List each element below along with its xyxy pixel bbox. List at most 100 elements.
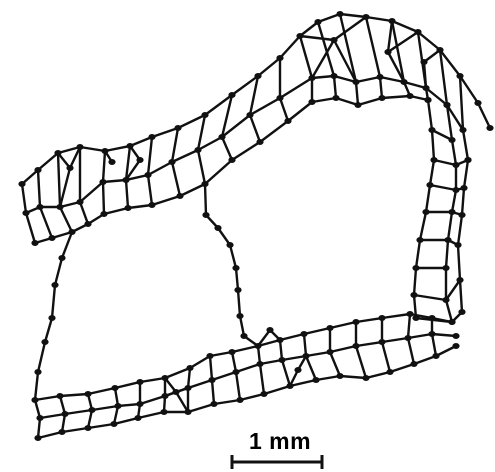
upper-band-rung bbox=[340, 14, 358, 105]
network-node bbox=[122, 177, 129, 183]
upper-band-rung bbox=[222, 95, 232, 160]
lower-band-rung bbox=[258, 346, 264, 394]
network-node bbox=[464, 157, 471, 163]
upper-band-rung bbox=[80, 147, 88, 224]
network-node bbox=[110, 421, 117, 427]
scale-bar bbox=[232, 455, 322, 469]
network-node bbox=[428, 331, 435, 337]
network-node bbox=[376, 74, 383, 80]
network-node bbox=[448, 209, 455, 215]
network-node bbox=[254, 343, 261, 349]
upper-band-rung bbox=[148, 137, 152, 205]
right-column-outer-edge bbox=[458, 160, 468, 312]
network-node bbox=[422, 85, 429, 91]
upper-band-rung bbox=[58, 153, 72, 232]
network-node bbox=[296, 33, 303, 39]
network-node bbox=[286, 383, 293, 389]
network-node bbox=[51, 282, 58, 288]
network-node bbox=[228, 349, 235, 355]
network-node bbox=[416, 237, 423, 243]
network-node bbox=[330, 37, 337, 43]
center-connecting-strand bbox=[205, 184, 258, 346]
network-node bbox=[436, 47, 443, 53]
network-node bbox=[330, 73, 337, 79]
network-node bbox=[126, 143, 133, 149]
network-node bbox=[186, 365, 193, 371]
network-node bbox=[432, 353, 439, 359]
network-node bbox=[412, 265, 419, 271]
network-node bbox=[442, 265, 449, 271]
scale-bar-label: 1 mm bbox=[230, 428, 330, 455]
network-node bbox=[452, 333, 459, 339]
network-node bbox=[266, 327, 273, 333]
network-node bbox=[101, 148, 108, 154]
network-node bbox=[36, 204, 43, 210]
network-node bbox=[58, 429, 65, 435]
network-node bbox=[352, 319, 359, 325]
network-node bbox=[88, 407, 95, 413]
network-node bbox=[160, 409, 167, 415]
lower-band-rung bbox=[382, 318, 390, 372]
network-node bbox=[454, 242, 461, 248]
network-node bbox=[452, 187, 459, 193]
network-node bbox=[254, 73, 261, 79]
network-node bbox=[386, 369, 393, 375]
network-node bbox=[410, 292, 417, 298]
network-node bbox=[84, 391, 91, 397]
network-node bbox=[76, 199, 83, 205]
network-node bbox=[486, 125, 493, 131]
network-node bbox=[458, 309, 465, 315]
network-node bbox=[278, 357, 285, 363]
network-node bbox=[426, 182, 433, 188]
network-node bbox=[276, 337, 283, 343]
network-node bbox=[400, 79, 407, 85]
network-node bbox=[208, 377, 215, 383]
network-node bbox=[108, 159, 115, 165]
network-node bbox=[378, 95, 385, 101]
upper-band-rung bbox=[366, 17, 382, 98]
network-node bbox=[134, 415, 141, 421]
network-node bbox=[194, 147, 201, 153]
upper-band-rung bbox=[392, 21, 410, 96]
network-node bbox=[336, 11, 343, 17]
network-node bbox=[100, 211, 107, 217]
network-node bbox=[22, 210, 29, 216]
network-node bbox=[161, 393, 168, 399]
network-node bbox=[210, 401, 217, 407]
network-node bbox=[388, 18, 395, 24]
right-column-rung bbox=[414, 280, 460, 300]
network-node bbox=[256, 139, 263, 145]
network-node bbox=[61, 411, 68, 417]
network-node bbox=[458, 212, 465, 218]
upper-band-rung bbox=[424, 50, 440, 88]
network-node bbox=[76, 144, 83, 150]
upper-band-rung bbox=[280, 58, 288, 121]
network-node bbox=[184, 385, 191, 391]
network-node bbox=[201, 181, 208, 187]
network-node bbox=[384, 49, 391, 55]
network-node bbox=[312, 377, 319, 383]
network-node bbox=[41, 339, 48, 345]
network-node bbox=[332, 95, 339, 101]
network-node bbox=[124, 205, 131, 211]
network-node bbox=[214, 225, 221, 231]
network-node bbox=[424, 97, 431, 103]
upper-band-inner-edge bbox=[35, 96, 428, 243]
network-node bbox=[354, 102, 361, 108]
network-node bbox=[474, 100, 481, 106]
network-node bbox=[362, 375, 369, 381]
network-node bbox=[336, 373, 343, 379]
right-column-rung bbox=[426, 212, 462, 215]
network-node bbox=[232, 265, 239, 271]
network-node bbox=[452, 343, 459, 349]
network-node bbox=[34, 435, 41, 441]
network-node bbox=[232, 369, 239, 375]
network-node bbox=[308, 99, 315, 105]
network-node bbox=[294, 367, 301, 373]
network-node bbox=[276, 95, 283, 101]
network-node bbox=[302, 353, 309, 359]
network-node bbox=[406, 93, 413, 99]
network-node bbox=[36, 415, 43, 421]
network-node bbox=[240, 333, 247, 339]
